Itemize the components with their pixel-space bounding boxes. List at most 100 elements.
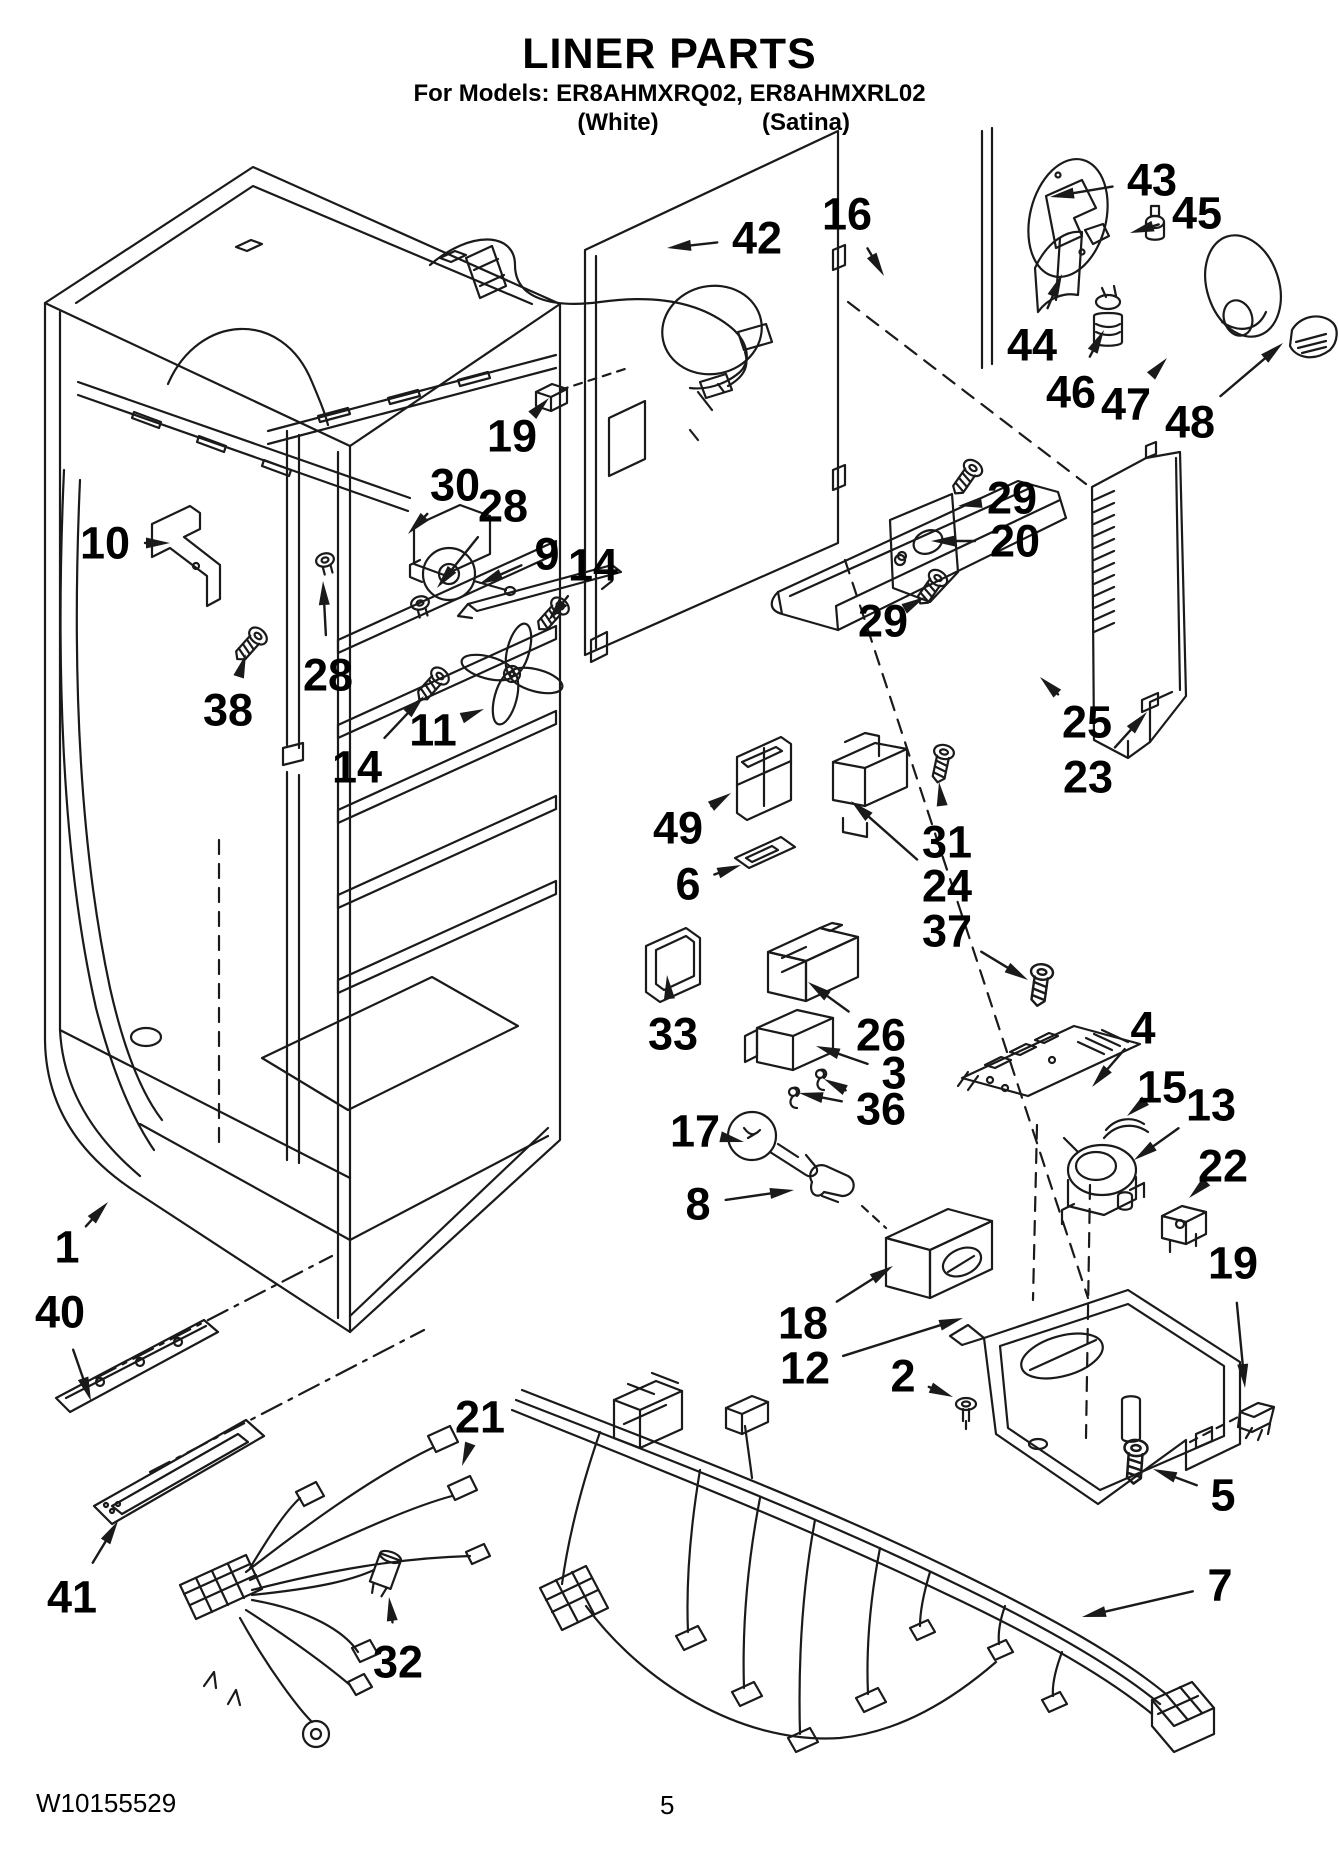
part-25-air-duct <box>770 479 1068 632</box>
leader-arrowhead-16 <box>866 252 884 276</box>
leader-arrowhead-3 <box>816 1046 841 1060</box>
part-37-screw <box>1025 961 1056 1009</box>
leader-arrowhead-13 <box>1134 1141 1157 1160</box>
part-18-lamp-shield <box>884 1207 994 1300</box>
page-number: 5 <box>660 1790 675 1820</box>
part-15-clip <box>1102 1118 1150 1140</box>
leader-arrowhead-29 <box>958 497 983 508</box>
part-30-fan-motor <box>408 503 517 602</box>
part-49-duct-cap <box>735 735 793 822</box>
part-47-lamp-cover <box>1204 234 1282 338</box>
leader-line-12 <box>841 1322 948 1358</box>
leader-arrowhead-15 <box>1127 1096 1149 1116</box>
part-45-bulb-base <box>1144 204 1166 241</box>
leader-arrowhead-46 <box>1087 330 1104 354</box>
part-31-screw <box>926 741 957 786</box>
leader-arrowhead-33 <box>663 975 675 1000</box>
leader-arrowhead-20 <box>931 535 955 547</box>
leader-arrowhead-47 <box>1146 358 1167 380</box>
part-29-screw-a <box>945 455 987 501</box>
leader-arrowhead-38 <box>233 654 246 679</box>
leader-arrowhead-1 <box>87 1202 108 1224</box>
part-26-control-housing <box>766 921 860 1003</box>
part-36-clip-a <box>787 1086 801 1110</box>
leader-arrowhead-22 <box>1189 1177 1211 1198</box>
leader-arrowhead-40 <box>77 1376 91 1401</box>
leader-arrowhead-29 <box>901 597 925 614</box>
leader-arrowhead-42 <box>667 239 692 251</box>
leader-arrowhead-28 <box>437 565 457 588</box>
part-36-clip-b <box>814 1068 828 1092</box>
leader-arrowhead-14 <box>548 598 568 621</box>
leader-arrowhead-26 <box>808 982 831 1001</box>
leader-arrowhead-44 <box>1047 274 1062 299</box>
part-8-bulb-socket <box>809 1164 855 1204</box>
leader-arrowhead-36 <box>799 1092 824 1103</box>
leader-line-24 <box>863 811 919 861</box>
leader-arrowhead-36 <box>824 1079 848 1096</box>
leader-arrowhead-18 <box>869 1266 893 1284</box>
part-48-grille-cap <box>1288 315 1338 359</box>
part-10-support-bracket <box>150 504 222 608</box>
callout-leader-arrows <box>71 185 1283 1624</box>
leader-arrowhead-4 <box>1092 1065 1112 1087</box>
part-17-light-bulb <box>726 1110 819 1178</box>
leader-arrowhead-24 <box>851 801 873 822</box>
part-32-sensor <box>368 1549 403 1598</box>
leader-arrowhead-43 <box>1050 187 1075 199</box>
leader-line-13 <box>1147 1127 1180 1151</box>
part-12-drain-pan <box>948 1288 1242 1506</box>
leader-line-8 <box>724 1191 778 1202</box>
leader-arrowhead-10 <box>146 537 170 549</box>
part-43-lamp-housing <box>980 126 1111 370</box>
part-2-grommet <box>954 1396 978 1431</box>
finish-white-label: (White) <box>577 109 659 136</box>
leader-line-18 <box>835 1274 879 1303</box>
leader-arrowhead-41 <box>100 1521 118 1545</box>
leader-arrowhead-48 <box>1261 343 1283 363</box>
part-19-clip-top <box>534 366 630 413</box>
leader-arrowhead-28 <box>318 581 330 606</box>
leader-arrowhead-45 <box>1130 220 1155 233</box>
part-7-wire-harness-bottom <box>510 1371 1216 1754</box>
leader-arrowhead-30 <box>408 512 429 534</box>
leader-arrowhead-11 <box>459 709 484 724</box>
part-1-liner-cabinet <box>43 165 562 1334</box>
leader-line-43 <box>1066 185 1114 196</box>
part-41-trim-lower <box>92 1418 266 1526</box>
leader-arrowhead-8 <box>769 1188 794 1199</box>
assembly-dashed-lines <box>94 300 1242 1474</box>
part-16-rear-panel <box>583 129 847 664</box>
part-3-thermostat-bracket <box>743 1008 835 1072</box>
doc-number: W10155529 <box>36 1788 177 1818</box>
leader-arrowhead-32 <box>386 1597 398 1622</box>
part-11-fan-blade <box>460 622 564 726</box>
leader-line-37 <box>980 950 1014 972</box>
part-6-gasket <box>733 835 797 870</box>
leader-line-40 <box>71 1348 87 1386</box>
leader-arrowhead-9 <box>479 569 504 584</box>
part-13-defrost-timer <box>1060 1136 1146 1226</box>
part-4-control-board <box>956 1024 1142 1098</box>
leader-arrowhead-14 <box>403 696 424 718</box>
part-24-damper <box>831 731 909 839</box>
models-line: For Models: ER8AHMXRQ02, ER8AHMXRL02 <box>413 80 926 107</box>
leader-line-28 <box>447 535 480 576</box>
leader-line-48 <box>1219 353 1271 398</box>
leader-arrowhead-25 <box>1040 677 1062 698</box>
page-title: LINER PARTS <box>522 30 817 78</box>
leader-arrowhead-21 <box>462 1441 476 1466</box>
part-38-screw <box>228 623 272 667</box>
leader-line-14 <box>383 707 413 740</box>
part-14-screw-b <box>410 663 454 707</box>
part-21-wire-harness-left <box>178 1424 492 1749</box>
leader-arrowhead-17 <box>719 1131 744 1143</box>
leader-arrowhead-37 <box>1004 962 1028 980</box>
leader-line-7 <box>1098 1590 1194 1615</box>
leader-line-28 <box>322 597 328 637</box>
leader-arrowhead-23 <box>1126 712 1147 734</box>
leader-arrowhead-6 <box>716 865 741 879</box>
leader-arrowhead-2 <box>928 1382 953 1397</box>
